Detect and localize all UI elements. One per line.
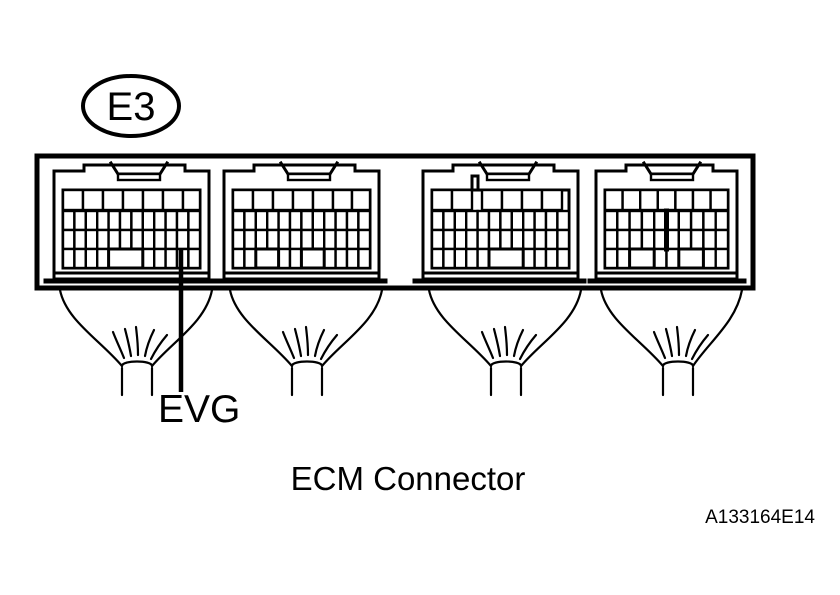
diagram-caption: ECM Connector (291, 460, 526, 497)
badge-label: E3 (107, 85, 156, 129)
connector-2-pin-row-3 (231, 228, 372, 251)
badge-ellipse (81, 74, 181, 138)
wire-bundle-1 (58, 288, 214, 397)
connector-3-key-notch (487, 247, 525, 270)
evg-pin-label: EVG (158, 388, 240, 431)
connector-4-pin-row-top (603, 188, 730, 212)
connector-block-3 (412, 160, 587, 284)
connector-3-pin-row-3 (430, 228, 571, 251)
wire-bundle-2 (228, 288, 384, 397)
connector-1-pin-row-2 (61, 209, 202, 232)
connector-block-4 (587, 160, 747, 284)
connector-2-key-notch-b (299, 247, 326, 270)
connector-id-badge: E3 (81, 74, 181, 138)
connector-3-top-notch (470, 174, 480, 192)
connector-4-key-notch-b (677, 247, 705, 270)
reference-code: A133164E14 (705, 507, 815, 528)
connector-4-pin-row-3 (603, 228, 730, 251)
connector-3-pin-row-2 (430, 209, 571, 232)
connector-2-latch-bar (286, 172, 332, 182)
connector-4-key-notch-a (628, 247, 656, 270)
connector-2-key-notch-a (254, 247, 281, 270)
connector-2-pin-row-2 (231, 209, 372, 232)
connector-3-latch-bar (485, 172, 531, 182)
connector-1-key-notch (107, 247, 145, 270)
connector-2-pin-row-bottom (231, 247, 372, 270)
connector-3-pin-row-bottom (430, 247, 571, 270)
connector-3-pin-row-top (430, 174, 564, 212)
connector-1-pin-row-3 (61, 228, 202, 251)
connector-1-latch-bar (116, 172, 162, 182)
connector-block-1 (43, 160, 218, 284)
connector-block-2 (213, 160, 388, 284)
connector-4-latch-bar (649, 172, 695, 182)
connector-1-pin-row-top (61, 188, 202, 212)
wire-bundle-4 (599, 288, 744, 397)
connector-2-pin-row-top (231, 188, 372, 212)
connector-4-pin-row-bottom (603, 247, 730, 270)
wire-bundle-3 (427, 288, 583, 397)
connector-4-pin-row-2 (603, 209, 730, 232)
